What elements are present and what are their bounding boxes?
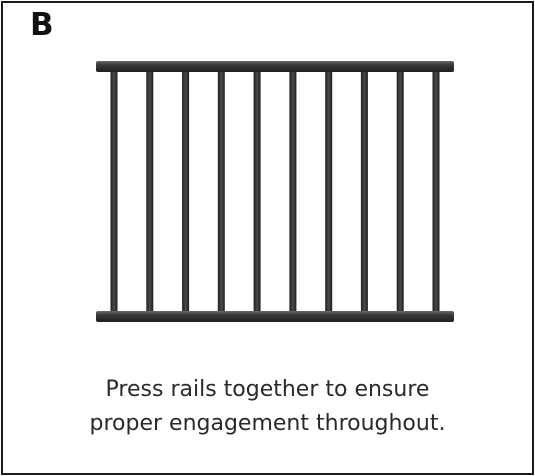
caption-line-2: proper engagement throughout.: [89, 411, 446, 436]
top-rail: [96, 61, 454, 72]
baluster: [325, 70, 333, 313]
instruction-caption: Press rails together to ensure proper en…: [0, 373, 535, 441]
step-label: B: [30, 7, 54, 43]
baluster: [182, 70, 190, 313]
baluster: [289, 70, 297, 313]
balusters-group: [110, 70, 440, 313]
bottom-rail: [96, 311, 454, 322]
baluster: [253, 70, 261, 313]
baluster: [360, 70, 368, 313]
caption-line-1: Press rails together to ensure: [105, 377, 430, 402]
baluster: [217, 70, 225, 313]
baluster: [110, 70, 118, 313]
baluster: [146, 70, 154, 313]
baluster: [432, 70, 440, 313]
baluster: [396, 70, 404, 313]
